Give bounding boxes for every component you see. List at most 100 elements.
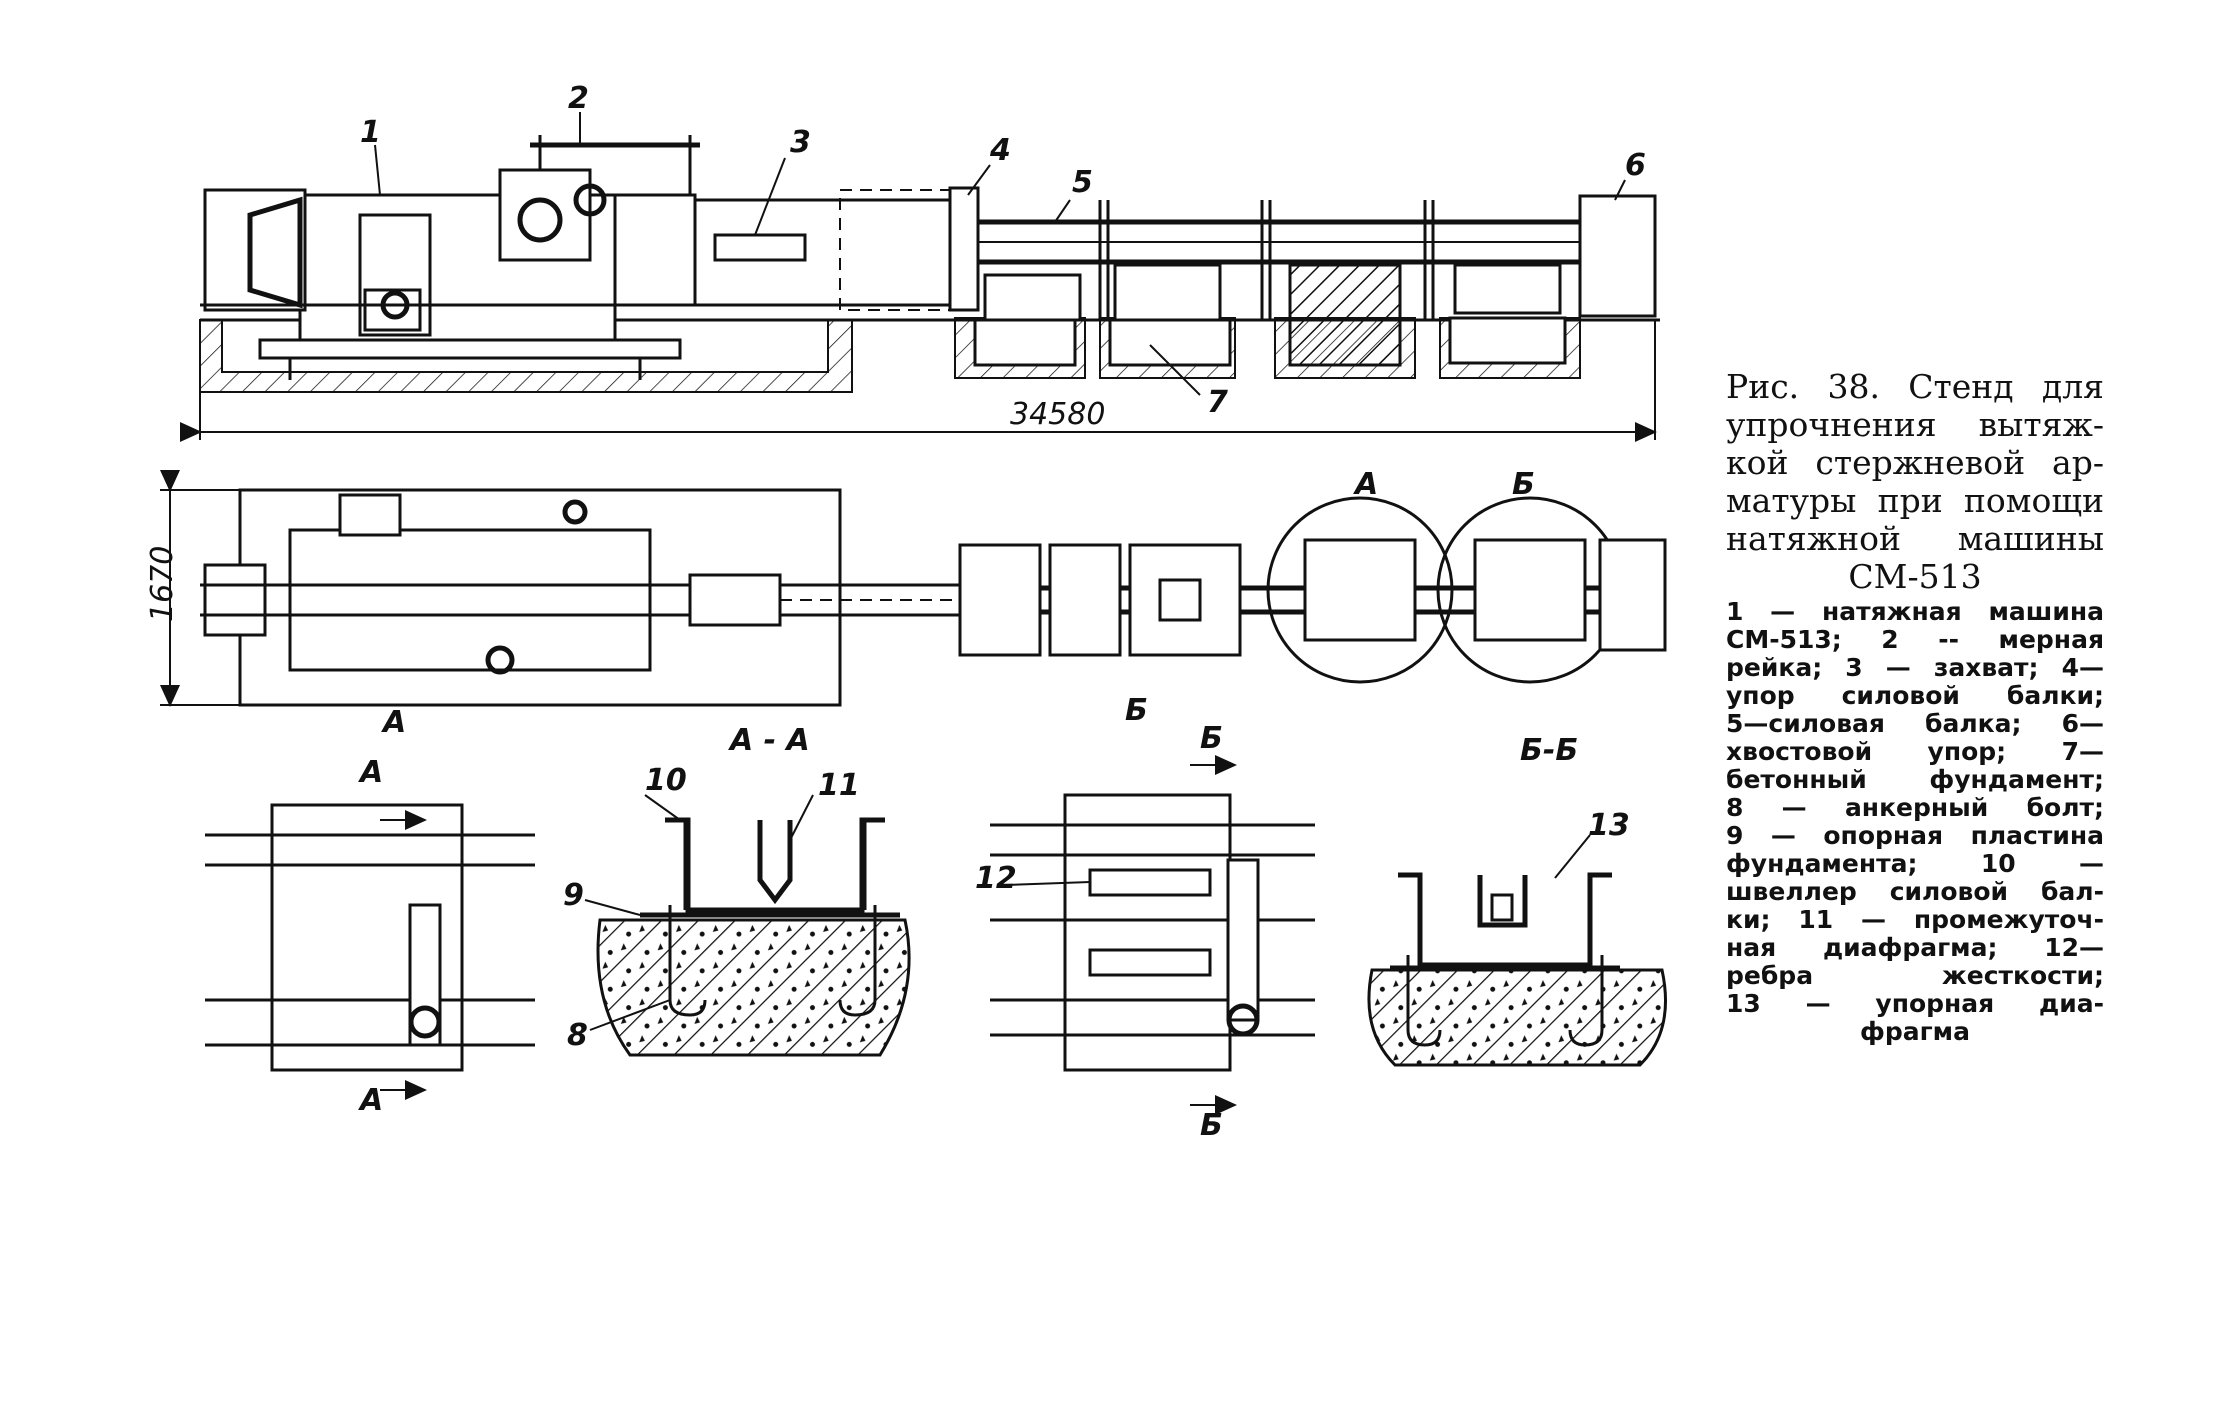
detail-a-view: А А А <box>205 705 535 1118</box>
machine-motor <box>363 288 422 332</box>
legend-line-15: 13 — упорная диа- <box>1726 989 2104 1018</box>
plan-tail-stop <box>1598 538 1667 652</box>
leader-10 <box>644 794 681 821</box>
concrete-foundation-2 <box>1108 318 1232 367</box>
plan-support-1 <box>1048 543 1122 657</box>
circle-b-plate <box>1473 538 1587 642</box>
anchor-nut-b-icon <box>1226 1003 1260 1037</box>
support-block-1 <box>983 273 1082 322</box>
machine-base-frame <box>258 338 682 360</box>
concrete-foundation-1 <box>973 318 1077 367</box>
leader-4 <box>967 164 991 196</box>
legend-line-5: 5—силовая балка; 6— <box>1726 709 2104 738</box>
channel-profile-bb <box>1398 872 1612 968</box>
concrete-foundation-bb <box>1367 968 1668 1067</box>
detail-a-top-plate <box>270 803 464 837</box>
plan-machine-body <box>288 528 652 672</box>
legend-line-6: хвостовой упор; 7— <box>1726 737 2104 766</box>
plan-clamp <box>1158 578 1202 622</box>
gauge-icon <box>573 183 607 217</box>
label-9: 9 <box>563 878 584 913</box>
gripper <box>713 233 807 262</box>
detail-b-view: Б 12 Б Б <box>975 693 1315 1143</box>
label-3: 3 <box>790 125 811 160</box>
detail-b-outer-plate <box>1063 793 1232 1072</box>
section-aa-view: А - А 10 11 9 8 <box>563 723 911 1057</box>
anchor-bolt-right <box>838 905 877 1017</box>
concrete-foundation-4 <box>1448 316 1567 365</box>
label-6: 6 <box>1625 148 1646 183</box>
anchor-bolt-left <box>668 905 707 1017</box>
width-dimension: 1670 <box>145 546 180 622</box>
break-lines <box>1098 200 1435 320</box>
legend-line-7: бетонный фундамент; <box>1726 765 2104 794</box>
support-block-4 <box>1453 263 1562 315</box>
legend-line-2: СМ-513; 2 -- мерная <box>1726 625 2104 654</box>
figure-caption: Рис. 38. Стенд для упрочнения вытяж- кой… <box>1726 368 2104 1046</box>
plan-gripper <box>688 573 782 627</box>
intermediate-diaphragm <box>757 820 793 905</box>
circle-label-a: А <box>1353 467 1378 502</box>
legend-line-9: 9 — опорная пластина <box>1726 821 2104 850</box>
legend-line-1: 1 — натяжная машина <box>1726 597 2104 626</box>
section-bb-title: Б-Б <box>1520 733 1578 768</box>
concrete-foundation-section <box>596 918 911 1057</box>
detail-a-bottom-plate <box>270 1043 464 1072</box>
label-7: 7 <box>1207 385 1228 420</box>
label-8: 8 <box>567 1018 588 1053</box>
caption-title-line-4: матуры при помощи <box>1726 481 2104 520</box>
label-11: 11 <box>818 768 860 803</box>
section-bb-view: Б-Б 13 <box>1367 733 1668 1067</box>
plan-control-box <box>338 493 402 537</box>
cut-label-b-top: Б <box>1200 721 1223 756</box>
label-1: 1 <box>360 115 381 150</box>
circle-label-b: Б <box>1512 467 1535 502</box>
tail-stop <box>1578 194 1657 318</box>
label-12: 12 <box>975 861 1017 896</box>
section-aa-title: А - А <box>728 723 810 758</box>
circle-a-plate <box>1303 538 1417 642</box>
legend-line-16: фрагма <box>1860 1017 1970 1046</box>
legend-line-8: 8 — анкерный болт; <box>1726 793 2104 822</box>
leader-3 <box>754 157 786 236</box>
leader-6 <box>1614 179 1626 201</box>
legend-line-3: рейка; 3 — захват; 4— <box>1726 653 2104 682</box>
caption-title-line-1: Рис. 38. Стенд для <box>1726 367 2104 406</box>
side-elevation: 34580 1 2 3 4 5 6 7 <box>180 81 1660 442</box>
legend-line-11: швеллер силовой бал- <box>1726 877 2104 906</box>
length-dimension: 34580 <box>1010 397 1105 432</box>
machine-control-box <box>498 168 592 262</box>
caption-title-line-5: натяжной машины <box>1726 519 2104 558</box>
label-10: 10 <box>645 763 687 798</box>
detail-a-bolt <box>408 903 442 1047</box>
plan-gauge-icon <box>562 499 588 525</box>
detail-a-title: А <box>381 705 406 740</box>
anchor-bolt-bb-right <box>1568 955 1604 1047</box>
label-2: 2 <box>568 81 589 116</box>
leader-12 <box>1004 881 1091 886</box>
legend-line-13: ная диафрагма; 12— <box>1726 933 2104 962</box>
leader-13 <box>1554 834 1591 879</box>
legend-line-4: упор силовой балки; <box>1726 681 2104 710</box>
cut-label-a-bottom: А <box>358 1083 383 1118</box>
power-beam-stop <box>948 186 980 312</box>
cut-label-b-bottom: Б <box>1200 1108 1223 1143</box>
legend-line-14: ребра жесткости; <box>1726 961 2104 990</box>
plan-handwheel-icon <box>485 645 515 675</box>
caption-title-line-2: упрочнения вытяж- <box>1726 405 2104 444</box>
hatched-foundation <box>1288 263 1402 367</box>
leader-7 <box>1149 344 1201 396</box>
caption-title-line-3: кой стержневой ар- <box>1726 443 2104 482</box>
stiffening-rib-1 <box>1088 868 1212 897</box>
leader-9 <box>584 899 641 916</box>
plan-stop <box>958 543 1042 657</box>
legend-line-12: ки; 11 — промежуточ- <box>1726 905 2104 934</box>
label-13: 13 <box>1588 808 1630 843</box>
label-4: 4 <box>989 133 1011 168</box>
anchor-nut-icon <box>408 1005 442 1039</box>
support-block-2 <box>1113 263 1222 322</box>
stiffening-rib-2 <box>1088 948 1212 977</box>
caption-title-line-6: СМ-513 <box>1848 557 1982 596</box>
diaphragm-insert <box>1490 893 1514 922</box>
